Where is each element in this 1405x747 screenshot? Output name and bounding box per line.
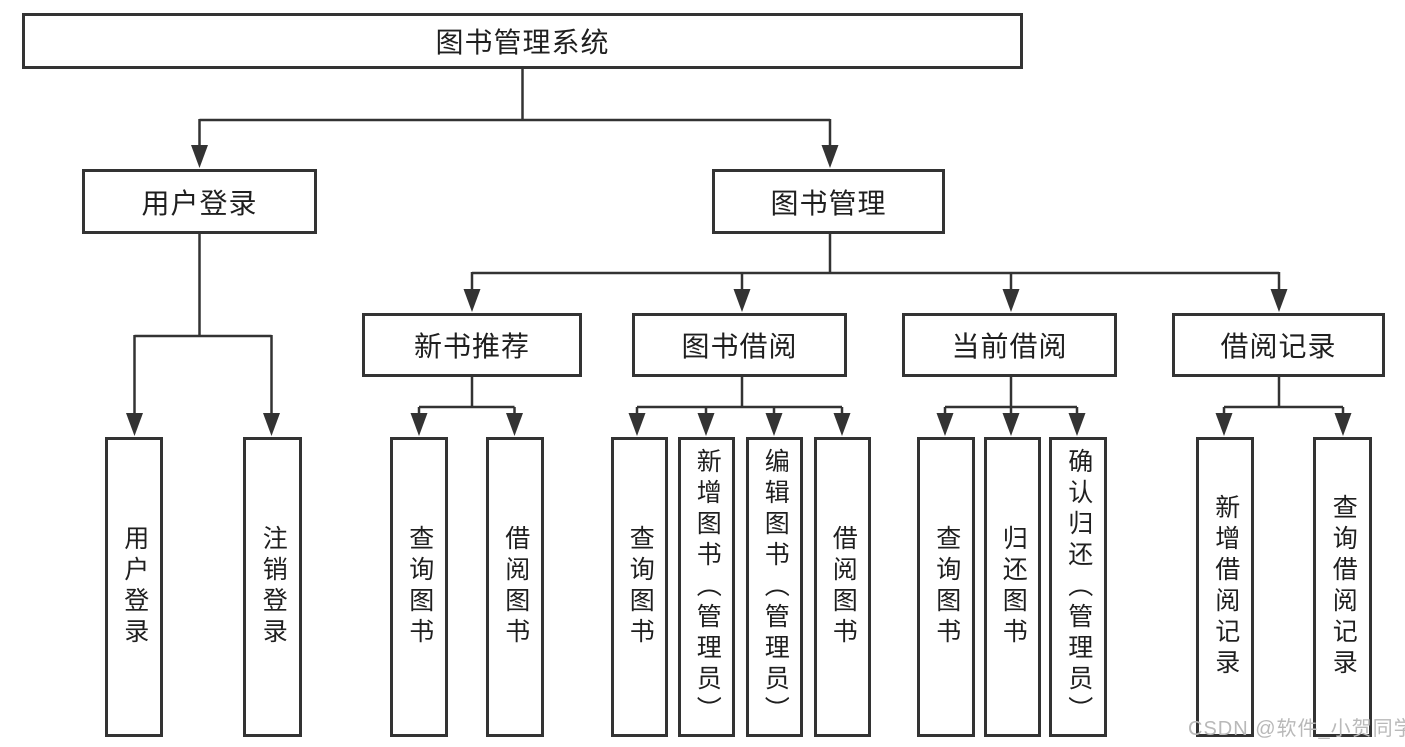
leaf-borrow-query-books: 查询图书 — [611, 437, 668, 737]
node-book-borrow-label: 图书借阅 — [681, 331, 798, 362]
node-user-login: 用户登录 — [82, 169, 317, 234]
leaf-borrow-query-books-label: 查询图书 — [626, 525, 655, 649]
leaf-borrow-borrow-books: 借阅图书 — [814, 437, 871, 737]
leaf-borrow-borrow-books-label: 借阅图书 — [829, 525, 858, 649]
node-borrow-records-label: 借阅记录 — [1220, 331, 1337, 362]
node-new-book-recommend-label: 新书推荐 — [413, 331, 530, 362]
connector-newbookrec-to-leaves — [417, 377, 516, 418]
connector-bookborrow-to-leaves — [635, 377, 844, 418]
leaf-user-login: 用户登录 — [105, 437, 163, 737]
node-user-login-label: 用户登录 — [141, 187, 258, 219]
leaf-current-confirm-return-admin-label: 确认归还（管理员） — [1064, 447, 1093, 727]
leaf-records-add-record: 新增借阅记录 — [1196, 437, 1254, 737]
node-library-system: 图书管理系统 — [22, 13, 1023, 69]
connector-root-to-level2 — [198, 69, 832, 150]
leaf-newrec-query-books-label: 查询图书 — [405, 525, 434, 649]
leaf-newrec-borrow-books-label: 借阅图书 — [501, 525, 530, 649]
node-current-borrow: 当前借阅 — [902, 313, 1117, 377]
leaf-borrow-add-books-admin-label: 新增图书（管理员） — [693, 447, 722, 727]
node-library-system-label: 图书管理系统 — [435, 27, 610, 58]
csdn-watermark: CSDN @软件_小贺同学 — [1188, 718, 1405, 740]
leaf-logout: 注销登录 — [243, 437, 302, 737]
leaf-records-query-record: 查询借阅记录 — [1313, 437, 1372, 737]
leaf-current-confirm-return-admin: 确认归还（管理员） — [1049, 437, 1107, 737]
connector-currentborrow-to-leaves — [943, 377, 1079, 418]
connector-userlogin-to-leaves — [133, 234, 273, 418]
leaf-borrow-edit-books-admin: 编辑图书（管理员） — [746, 437, 803, 737]
leaf-borrow-add-books-admin: 新增图书（管理员） — [678, 437, 735, 737]
leaf-current-return-books: 归还图书 — [984, 437, 1041, 737]
leaf-logout-label: 注销登录 — [259, 525, 288, 649]
connector-bookmgmt-to-level3 — [470, 234, 1281, 294]
leaf-newrec-borrow-books: 借阅图书 — [486, 437, 544, 737]
leaf-user-login-label: 用户登录 — [120, 525, 149, 649]
node-book-management: 图书管理 — [712, 169, 945, 234]
leaf-current-query-books-label: 查询图书 — [932, 525, 961, 649]
leaf-newrec-query-books: 查询图书 — [390, 437, 448, 737]
node-book-management-label: 图书管理 — [770, 187, 887, 219]
arrowheads — [126, 145, 1352, 436]
node-new-book-recommend: 新书推荐 — [362, 313, 582, 377]
leaf-current-return-books-label: 归还图书 — [999, 525, 1028, 649]
node-borrow-records: 借阅记录 — [1172, 313, 1385, 377]
leaf-records-add-record-label: 新增借阅记录 — [1211, 494, 1240, 680]
leaf-current-query-books: 查询图书 — [917, 437, 975, 737]
leaf-records-query-record-label: 查询借阅记录 — [1329, 494, 1358, 680]
leaf-borrow-edit-books-admin-label: 编辑图书（管理员） — [761, 447, 790, 727]
node-current-borrow-label: 当前借阅 — [951, 331, 1068, 362]
node-book-borrow: 图书借阅 — [632, 313, 847, 377]
connector-borrowrecords-to-leaves — [1222, 377, 1345, 418]
